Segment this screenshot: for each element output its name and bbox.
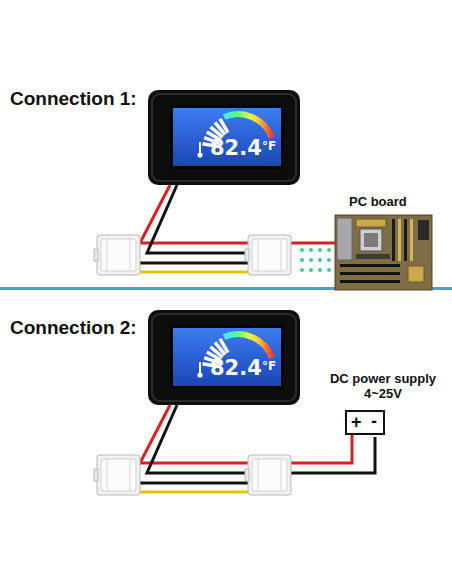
ram-slot bbox=[410, 219, 413, 261]
terminal-sign: - bbox=[371, 411, 377, 432]
dot bbox=[309, 258, 313, 262]
temperature-meter bbox=[148, 310, 300, 405]
power-supply-box: DC power supply 4~25V+- bbox=[345, 410, 385, 435]
yellow-wire bbox=[140, 271, 248, 274]
unit-label: °F bbox=[262, 140, 276, 154]
power-header bbox=[418, 220, 429, 240]
ram-slot bbox=[398, 219, 401, 261]
molex-connector bbox=[94, 235, 140, 275]
connection-dots bbox=[300, 248, 331, 272]
unit-label: °F bbox=[262, 360, 276, 374]
temperature-reading: 82.4 bbox=[210, 356, 262, 380]
vrm-strip bbox=[356, 254, 390, 259]
black-wire bbox=[140, 482, 248, 485]
black-wire bbox=[147, 185, 248, 253]
board-pcb bbox=[335, 215, 432, 290]
temperature-reading: 82.4 bbox=[210, 136, 262, 160]
dot bbox=[327, 258, 331, 262]
pcie-slot bbox=[340, 264, 400, 267]
dot bbox=[327, 248, 331, 252]
ram-slot bbox=[404, 219, 407, 261]
board-label: PC board bbox=[349, 195, 407, 210]
cable-wires bbox=[140, 185, 375, 492]
dot bbox=[318, 248, 322, 252]
dot bbox=[300, 248, 304, 252]
meter-display: 82.4°F bbox=[148, 90, 300, 185]
dot bbox=[309, 248, 313, 252]
heatsink bbox=[356, 219, 386, 227]
section-heading: Connection 2: bbox=[10, 317, 137, 339]
dot bbox=[318, 268, 322, 272]
cpu-socket bbox=[360, 229, 382, 251]
wire-connectors bbox=[140, 185, 352, 463]
power-wire bbox=[140, 185, 335, 243]
dot bbox=[309, 268, 313, 272]
molex-connector bbox=[94, 455, 140, 495]
io-shield bbox=[337, 218, 352, 260]
dot bbox=[300, 268, 304, 272]
chipset bbox=[408, 266, 424, 282]
black-wire bbox=[140, 262, 248, 265]
power-supply-label: DC power supply 4~25V bbox=[324, 372, 442, 402]
pcie-slot bbox=[340, 272, 400, 275]
dot bbox=[300, 258, 304, 262]
section-heading: Connection 1: bbox=[10, 88, 137, 110]
pc-board: PC board bbox=[335, 215, 432, 290]
yellow-wire bbox=[140, 491, 248, 494]
molex-connector bbox=[245, 455, 291, 495]
motherboard-image bbox=[335, 215, 432, 290]
cpu-socket-center bbox=[364, 233, 378, 247]
meter-display: 82.4°F bbox=[148, 310, 300, 405]
temperature-meter bbox=[148, 90, 300, 185]
pcie-slot bbox=[340, 280, 400, 283]
dot bbox=[327, 268, 331, 272]
terminal-sign: + bbox=[351, 412, 362, 433]
ram-slot bbox=[392, 219, 395, 261]
molex-connector bbox=[245, 235, 291, 275]
dot bbox=[318, 258, 322, 262]
